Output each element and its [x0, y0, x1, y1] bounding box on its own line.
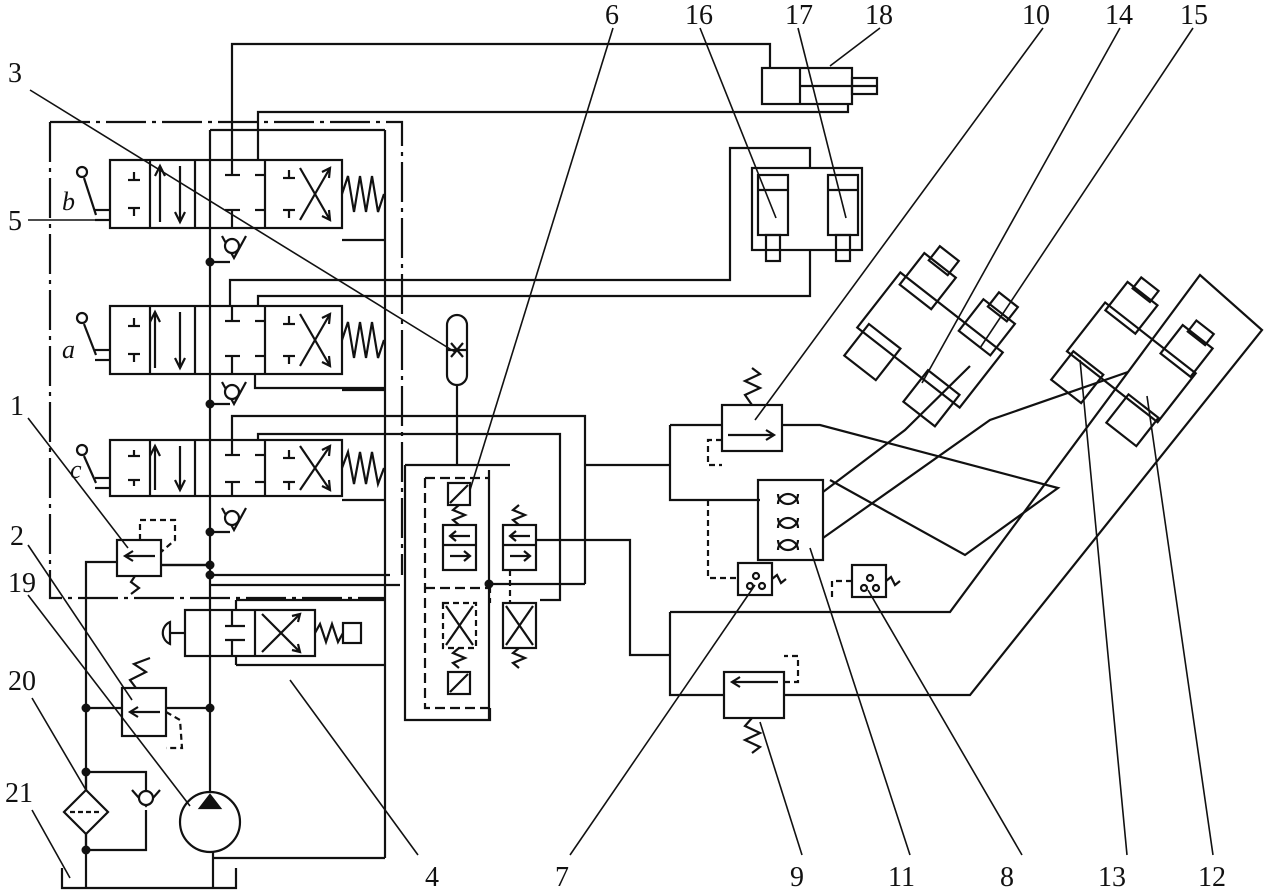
valve-c-lines [230, 374, 670, 602]
label-15: 15 [1180, 0, 1208, 31]
check-valve-icon [221, 381, 247, 407]
relief-valve-icon[interactable] [668, 367, 1061, 557]
directional-valve-a[interactable] [108, 304, 386, 376]
cylinder-16-17-lines [228, 146, 812, 306]
callout-labels: 1 2 3 4 5 6 7 8 9 10 11 12 13 14 15 16 1… [5, 0, 1226, 893]
brake-caliper-12-13 [1049, 275, 1216, 448]
directional-valve-4[interactable] [161, 608, 363, 658]
label-9: 9 [790, 862, 804, 893]
directional-valve-c[interactable] [108, 438, 386, 498]
filter-icon [62, 770, 148, 852]
label-19: 19 [8, 568, 36, 599]
lever-b[interactable] [75, 165, 110, 222]
cylinder-18 [760, 66, 879, 106]
pressure-switch-icon[interactable] [830, 563, 901, 600]
lever-label-c: c [70, 455, 82, 484]
label-20: 20 [8, 666, 36, 697]
pressure-switch-icon[interactable] [736, 561, 787, 597]
cylinder-16-17 [750, 166, 864, 263]
label-14: 14 [1105, 0, 1133, 31]
lever-c[interactable] [75, 443, 110, 490]
lever-label-a: a [62, 335, 75, 364]
relief-valve-icon[interactable] [84, 518, 210, 850]
label-7: 7 [555, 862, 569, 893]
label-8: 8 [1000, 862, 1014, 893]
label-6: 6 [605, 0, 619, 31]
relief-valve-icon[interactable] [86, 656, 210, 750]
check-valve-icon [131, 789, 161, 808]
label-3: 3 [8, 58, 22, 89]
leader-lines [27, 27, 1214, 879]
label-16: 16 [685, 0, 713, 31]
check-valve-icon [221, 507, 247, 533]
lever-a[interactable] [75, 311, 110, 362]
label-11: 11 [888, 862, 915, 893]
cylinder-18-lines [230, 42, 850, 160]
solenoid-valve-block[interactable] [403, 463, 670, 722]
label-4: 4 [425, 862, 439, 893]
check-valve-icon [221, 235, 247, 261]
label-18: 18 [865, 0, 893, 31]
label-10: 10 [1022, 0, 1050, 31]
label-1: 1 [10, 391, 24, 422]
tank-icon [60, 850, 238, 890]
pump-icon[interactable] [178, 790, 242, 854]
valve-enclosure [48, 120, 404, 600]
directional-valve-b[interactable] [108, 158, 386, 230]
label-12: 12 [1198, 862, 1226, 893]
label-21: 21 [5, 778, 33, 809]
label-17: 17 [785, 0, 813, 31]
accumulator-icon [445, 313, 469, 465]
lever-label-b: b [62, 187, 75, 216]
label-2: 2 [10, 521, 24, 552]
brake-caliper-14-15 [842, 244, 1020, 428]
relief-valve-icon[interactable] [668, 273, 1264, 754]
label-13: 13 [1098, 862, 1126, 893]
label-5: 5 [8, 206, 22, 237]
